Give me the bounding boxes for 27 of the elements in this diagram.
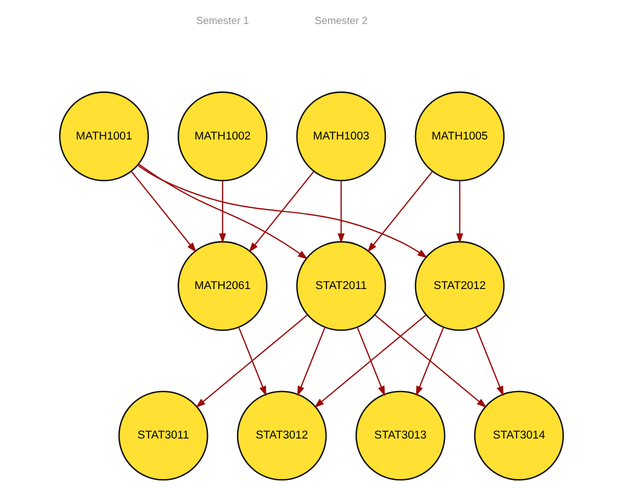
node-circle: MATH1001: [58, 91, 148, 182]
arrow: [136, 164, 428, 258]
arrow: [130, 171, 196, 252]
arrow: [195, 314, 308, 408]
label: Semester 2: [314, 16, 368, 28]
arrow: [138, 164, 308, 260]
node-circle: STAT3013: [355, 390, 445, 481]
arrow: [356, 327, 384, 396]
arrow: [374, 314, 486, 408]
arrow: [474, 327, 504, 396]
arrow: [456, 180, 463, 244]
node-circle: MATH1003: [296, 91, 386, 182]
label: Semester 1: [196, 16, 249, 28]
node-circle: MATH1005: [414, 91, 504, 182]
arrow: [238, 327, 266, 396]
node-circle: MATH1002: [177, 91, 267, 182]
arrow: [337, 180, 344, 244]
node-circle: STAT3012: [236, 390, 326, 481]
arrow: [218, 180, 226, 244]
arrow: [248, 171, 314, 252]
arrow: [415, 327, 444, 396]
node-circle: STAT3011: [118, 390, 208, 481]
arrow: [366, 171, 432, 252]
arrow: [314, 314, 426, 408]
node-circle: STAT3014: [474, 390, 564, 481]
arrow: [296, 327, 325, 396]
node-circle: STAT2012: [414, 241, 504, 331]
